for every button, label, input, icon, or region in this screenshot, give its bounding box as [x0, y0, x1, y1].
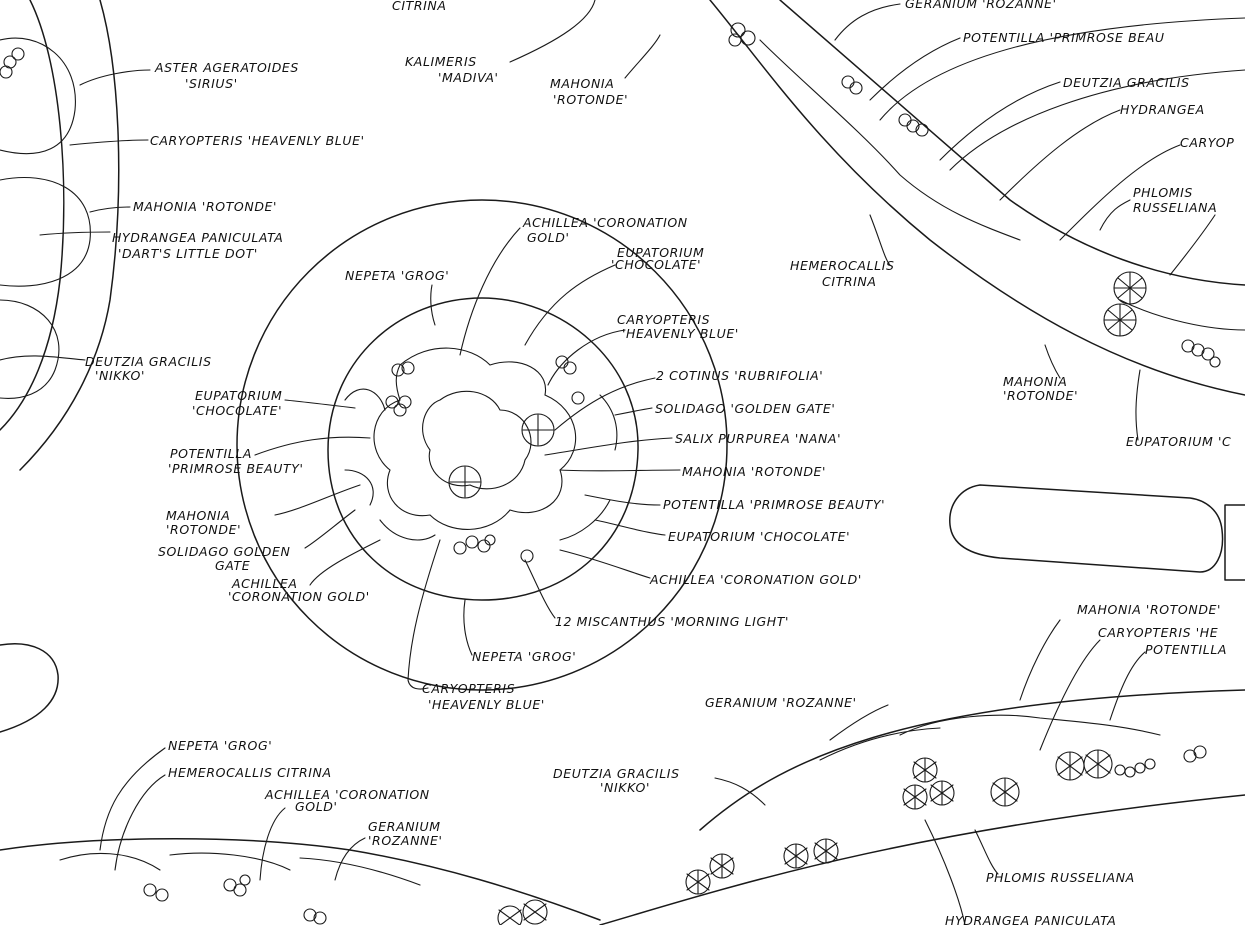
- label-mahonia-circle-left-rotonde: 'ROTONDE': [166, 522, 241, 537]
- label-eupatorium-right-edge: EUPATORIUM 'C: [1126, 434, 1231, 449]
- bottom-right-bed: [599, 689, 1245, 925]
- label-aster-sirius: 'SIRIUS': [185, 76, 238, 91]
- label-geranium-rozanne-top: GERANIUM 'ROZANNE': [905, 0, 1057, 11]
- label-kalimeris: KALIMERIS: [405, 54, 477, 69]
- label-mahonia-right-mid-rotonde: 'ROTONDE': [1003, 388, 1078, 403]
- label-mahonia-circle-right: MAHONIA 'ROTONDE': [682, 464, 826, 479]
- label-solidago-left: SOLIDAGO GOLDEN: [158, 544, 291, 559]
- label-phlomis-russeliana-right: RUSSELIANA: [1133, 200, 1217, 215]
- label-achillea-bottom-left: ACHILLEA 'CORONATION: [264, 787, 430, 802]
- label-mahonia-top: MAHONIA: [550, 76, 614, 91]
- label-hydrangea-darts: 'DART'S LITTLE DOT': [118, 246, 258, 261]
- label-deutzia-left: DEUTZIA GRACILIS: [85, 354, 212, 369]
- label-geranium-bottom-mid: GERANIUM 'ROZANNE': [705, 695, 857, 710]
- label-potentilla-bottom-right: POTENTILLA: [1145, 642, 1227, 657]
- paving-shapes: [0, 484, 1245, 733]
- label-potentilla-primrose-top: POTENTILLA 'PRIMROSE BEAU: [963, 30, 1165, 45]
- label-mahonia-top-rotonde: 'ROTONDE': [553, 92, 628, 107]
- label-miscanthus: 12 MISCANTHUS 'MORNING LIGHT': [555, 614, 789, 629]
- label-nepeta-circle-bottom: NEPETA 'GROG': [472, 649, 576, 664]
- label-caryopteris-circle-bottom-blue: 'HEAVENLY BLUE': [428, 697, 545, 712]
- label-deutzia-left-nikko: 'NIKKO': [95, 368, 145, 383]
- label-deutzia-bottom-nikko: 'NIKKO': [600, 780, 650, 795]
- bottom-left-bed: [0, 838, 601, 925]
- label-caryopteris-bottom-right: CARYOPTERIS 'HE: [1098, 625, 1218, 640]
- label-solidago-right: SOLIDAGO 'GOLDEN GATE': [655, 401, 835, 416]
- label-eupatorium-circle-left: EUPATORIUM: [195, 388, 282, 403]
- label-aster-ageratoides: ASTER AGERATOIDES: [154, 60, 299, 75]
- label-achillea-circle-top: ACHILLEA 'CORONATION: [522, 215, 688, 230]
- label-achillea-circle-left: ACHILLEA: [231, 576, 298, 591]
- label-deutzia-bottom: DEUTZIA GRACILIS: [553, 766, 680, 781]
- label-caryopteris-left: CARYOPTERIS 'HEAVENLY BLUE': [150, 133, 365, 148]
- label-hemerocallis-citrina-mid: CITRINA: [822, 274, 877, 289]
- label-citrina-top: CITRINA: [392, 0, 447, 13]
- label-caryopteris-circle-right-blue: 'HEAVENLY BLUE': [622, 326, 739, 341]
- label-eupatorium-circle-left-chocolate: 'CHOCOLATE': [192, 403, 282, 418]
- label-salix: SALIX PURPUREA 'NANA': [675, 431, 841, 446]
- label-achillea-bottom-left-gold: GOLD': [295, 799, 338, 814]
- label-hydrangea-top: HYDRANGEA: [1120, 102, 1205, 117]
- label-phlomis-bottom: PHLOMIS RUSSELIANA: [986, 870, 1135, 885]
- label-geranium-bottom-left: GERANIUM: [368, 819, 441, 834]
- label-caryopteris-circle-bottom: CARYOPTERIS: [422, 681, 515, 696]
- label-achillea-circle-top-gold: GOLD': [527, 230, 570, 245]
- label-nepeta-circle-top: NEPETA 'GROG': [345, 268, 449, 283]
- leader-lines: [0, 0, 1216, 925]
- label-eupatorium-circle-right: EUPATORIUM 'CHOCOLATE': [668, 529, 850, 544]
- top-right-bed: [709, 0, 1245, 396]
- label-solidago-left-gate: GATE: [215, 558, 250, 573]
- label-mahonia-left: MAHONIA 'ROTONDE': [133, 199, 277, 214]
- label-eupatorium-circle-top: EUPATORIUM: [617, 245, 704, 260]
- label-achillea-circle-left-gold: 'CORONATION GOLD': [228, 589, 370, 604]
- label-mahonia-right-mid: MAHONIA: [1003, 374, 1067, 389]
- label-deutzia-gracilis-top: DEUTZIA GRACILIS: [1063, 75, 1190, 90]
- label-potentilla-circle-left: POTENTILLA: [170, 446, 252, 461]
- label-nepeta-bottom-left: NEPETA 'GROG': [168, 738, 272, 753]
- label-hemerocallis-bottom-left: HEMEROCALLIS CITRINA: [168, 765, 332, 780]
- label-phlomis-right: PHLOMIS: [1133, 185, 1193, 200]
- label-eupatorium-circle-top-chocolate: 'CHOCOLATE': [611, 257, 701, 272]
- label-mahonia-circle-left: MAHONIA: [166, 508, 230, 523]
- left-bed: [0, 0, 120, 471]
- label-achillea-circle-right: ACHILLEA 'CORONATION GOLD': [649, 572, 862, 587]
- label-potentilla-circle-left-beauty: 'PRIMROSE BEAUTY': [168, 461, 304, 476]
- label-cotinus: 2 COTINUS 'RUBRIFOLIA': [656, 368, 823, 383]
- central-round-bed: [236, 199, 728, 691]
- label-potentilla-circle-right: POTENTILLA 'PRIMROSE BEAUTY': [663, 497, 885, 512]
- label-hemerocallis-mid: HEMEROCALLIS: [790, 258, 895, 273]
- label-hydrangea-bottom: HYDRANGEA PANICULATA: [945, 913, 1116, 925]
- label-hydrangea-paniculata-left: HYDRANGEA PANICULATA: [112, 230, 283, 245]
- plant-labels: CITRINA GERANIUM 'ROZANNE' POTENTILLA 'P…: [85, 0, 1234, 925]
- label-geranium-bottom-left-rozanne: 'ROZANNE': [368, 833, 443, 848]
- label-caryopteris-top: CARYOP: [1180, 135, 1234, 150]
- label-caryopteris-circle-right: CARYOPTERIS: [617, 312, 710, 327]
- label-kalimeris-madiva: 'MADIVA': [438, 70, 499, 85]
- label-mahonia-bottom-right: MAHONIA 'ROTONDE': [1077, 602, 1221, 617]
